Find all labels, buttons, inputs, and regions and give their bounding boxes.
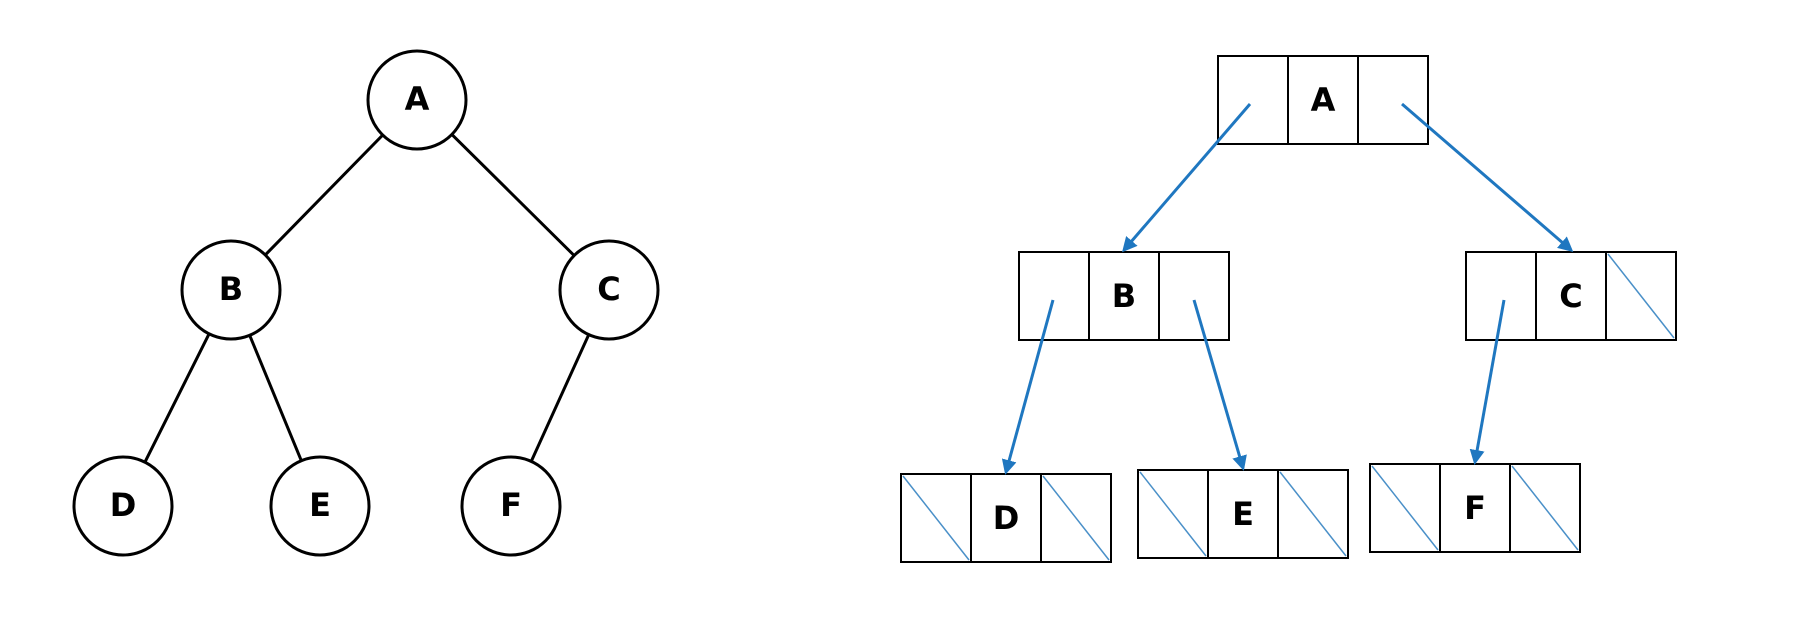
- linked-node-e-label: E: [1232, 495, 1254, 533]
- tree-node-a: A: [366, 49, 468, 151]
- pointer-arrow-c-left: [1469, 299, 1506, 465]
- linked-node-a: A: [1217, 55, 1429, 145]
- tree-node-e: E: [269, 455, 371, 557]
- pointer-arrow-a-right: [1401, 102, 1574, 252]
- null-slashes: [902, 253, 1675, 561]
- tree-node-b: B: [180, 239, 282, 341]
- linked-node-c-left-cell: [1465, 251, 1537, 341]
- pointer-arrow-b-left: [1001, 299, 1055, 475]
- tree-node-f-label: F: [500, 486, 522, 524]
- linked-node-f-label: F: [1464, 489, 1486, 527]
- tree-edge-c-f: [529, 334, 591, 462]
- tree-edge-b-d: [143, 333, 211, 463]
- linked-node-b-label: B: [1112, 277, 1136, 315]
- pointer-arrows: [1001, 102, 1574, 475]
- null-pointer-slash-c-right: [1607, 253, 1675, 339]
- null-pointer-slash-d-left: [902, 475, 970, 561]
- tree-nodes: A B C D E F: [72, 49, 660, 557]
- tree-node-d: D: [72, 455, 174, 557]
- linked-node-a-label: A: [1311, 81, 1336, 119]
- null-pointer-slash-d-right: [1042, 475, 1110, 561]
- tree-node-d-circle: [72, 455, 174, 557]
- tree-node-b-circle: [180, 239, 282, 341]
- linked-node-c: C: [1465, 251, 1677, 341]
- tree-node-c-circle: [558, 239, 660, 341]
- tree-node-c: C: [558, 239, 660, 341]
- linked-node-d-data-cell: [970, 473, 1042, 563]
- linked-node-b: B: [1018, 251, 1230, 341]
- linked-node-a-data-cell: [1287, 55, 1359, 145]
- tree-node-d-label: D: [110, 486, 137, 524]
- linked-node-b-right-cell: [1158, 251, 1230, 341]
- null-pointer-slash-f-left: [1371, 465, 1439, 551]
- linked-node-b-left-cell: [1018, 251, 1090, 341]
- tree-node-e-label: E: [309, 486, 331, 524]
- linked-node-a-right-cell: [1357, 55, 1429, 145]
- tree-node-f-circle: [460, 455, 562, 557]
- pointer-arrow-a-left: [1122, 103, 1252, 253]
- linked-node-c-data-cell: [1535, 251, 1607, 341]
- linked-node-d-label: D: [993, 499, 1020, 537]
- linked-node-d: D: [900, 473, 1112, 563]
- linked-node-b-data-cell: [1088, 251, 1160, 341]
- linked-nodes: A B C D E F: [900, 55, 1677, 563]
- tree-edges: [143, 133, 591, 463]
- linked-node-f: F: [1369, 463, 1581, 553]
- null-pointer-slash-f-right: [1511, 465, 1579, 551]
- tree-edge-a-b: [264, 133, 384, 257]
- tree-edge-a-c: [450, 133, 576, 257]
- pointer-arrow-b-right: [1192, 299, 1247, 471]
- tree-node-f: F: [460, 455, 562, 557]
- tree-node-a-circle: [366, 49, 468, 151]
- null-pointer-slash-e-right: [1279, 471, 1347, 557]
- tree-edge-b-e: [248, 334, 303, 462]
- linked-node-e-data-cell: [1207, 469, 1279, 559]
- linked-node-f-data-cell: [1439, 463, 1511, 553]
- tree-node-c-label: C: [597, 270, 620, 308]
- null-pointer-slash-e-left: [1139, 471, 1207, 557]
- tree-node-b-label: B: [219, 270, 243, 308]
- linked-node-e: E: [1137, 469, 1349, 559]
- tree-node-e-circle: [269, 455, 371, 557]
- tree-node-a-label: A: [405, 80, 430, 118]
- linked-node-c-label: C: [1559, 277, 1582, 315]
